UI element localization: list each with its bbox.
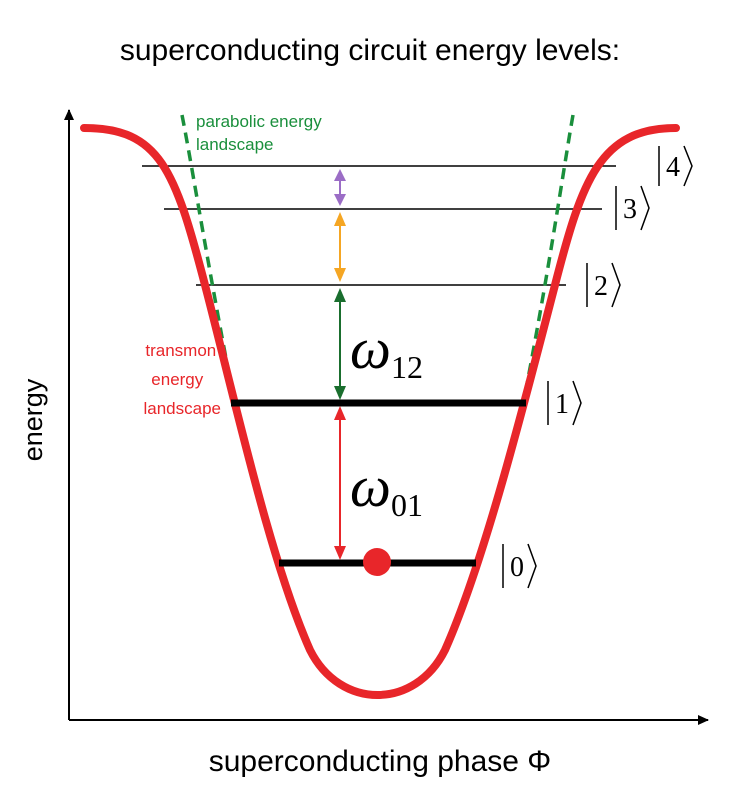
arrow-omega-34 xyxy=(334,169,346,206)
arrow-omega-12 xyxy=(334,288,346,400)
svg-text:1: 1 xyxy=(555,389,569,420)
arrow-omega-01 xyxy=(334,406,346,560)
x-axis-label: superconducting phase Φ xyxy=(209,745,552,778)
y-axis-label: energy xyxy=(18,378,48,461)
transmon-annotation: transmon energy landscape xyxy=(143,341,221,418)
diagram-title: superconducting circuit energy levels: xyxy=(120,34,620,67)
ket-4-label: 4 xyxy=(658,145,693,187)
transmon-landscape-curve xyxy=(80,124,680,699)
svg-text:3: 3 xyxy=(623,194,637,225)
ket-3-label: 3 xyxy=(615,185,650,231)
ground-state-particle xyxy=(363,548,391,576)
ket-1-label: 1 xyxy=(547,380,582,426)
omega-12-label: ω12 xyxy=(350,316,423,385)
svg-text:2: 2 xyxy=(594,271,608,302)
svg-text:4: 4 xyxy=(666,152,680,183)
arrow-omega-23 xyxy=(334,212,346,282)
svg-text:0: 0 xyxy=(510,552,524,583)
ket-2-label: 2 xyxy=(586,262,621,308)
omega-01-label: ω01 xyxy=(350,454,423,523)
ket-0-label: 0 xyxy=(502,543,537,589)
parabolic-annotation: parabolic energy landscape xyxy=(196,112,326,154)
